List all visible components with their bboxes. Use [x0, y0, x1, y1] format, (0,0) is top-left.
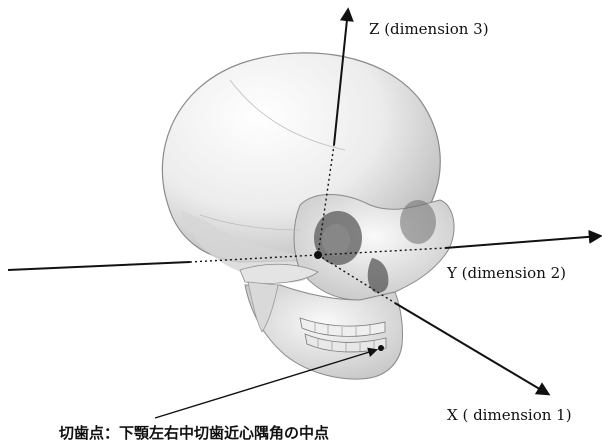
- left-orbit-inner: [322, 224, 350, 256]
- x-axis-label: X ( dimension 1): [447, 406, 572, 424]
- origin-point: [314, 251, 322, 259]
- x-axis-line: [395, 303, 548, 394]
- z-axis-label: Z (dimension 3): [369, 20, 489, 38]
- y-axis-left: [8, 262, 190, 270]
- incisal-point: [378, 345, 384, 351]
- incisal-point-caption: 切歯点：下顎左右中切歯近心隅角の中点: [59, 422, 329, 443]
- y-axis-label: Y (dimension 2): [447, 264, 566, 282]
- incisal-leader-line: [155, 350, 376, 418]
- right-orbit: [400, 200, 436, 244]
- skull-illustration: [162, 53, 454, 379]
- y-axis-right: [445, 236, 600, 248]
